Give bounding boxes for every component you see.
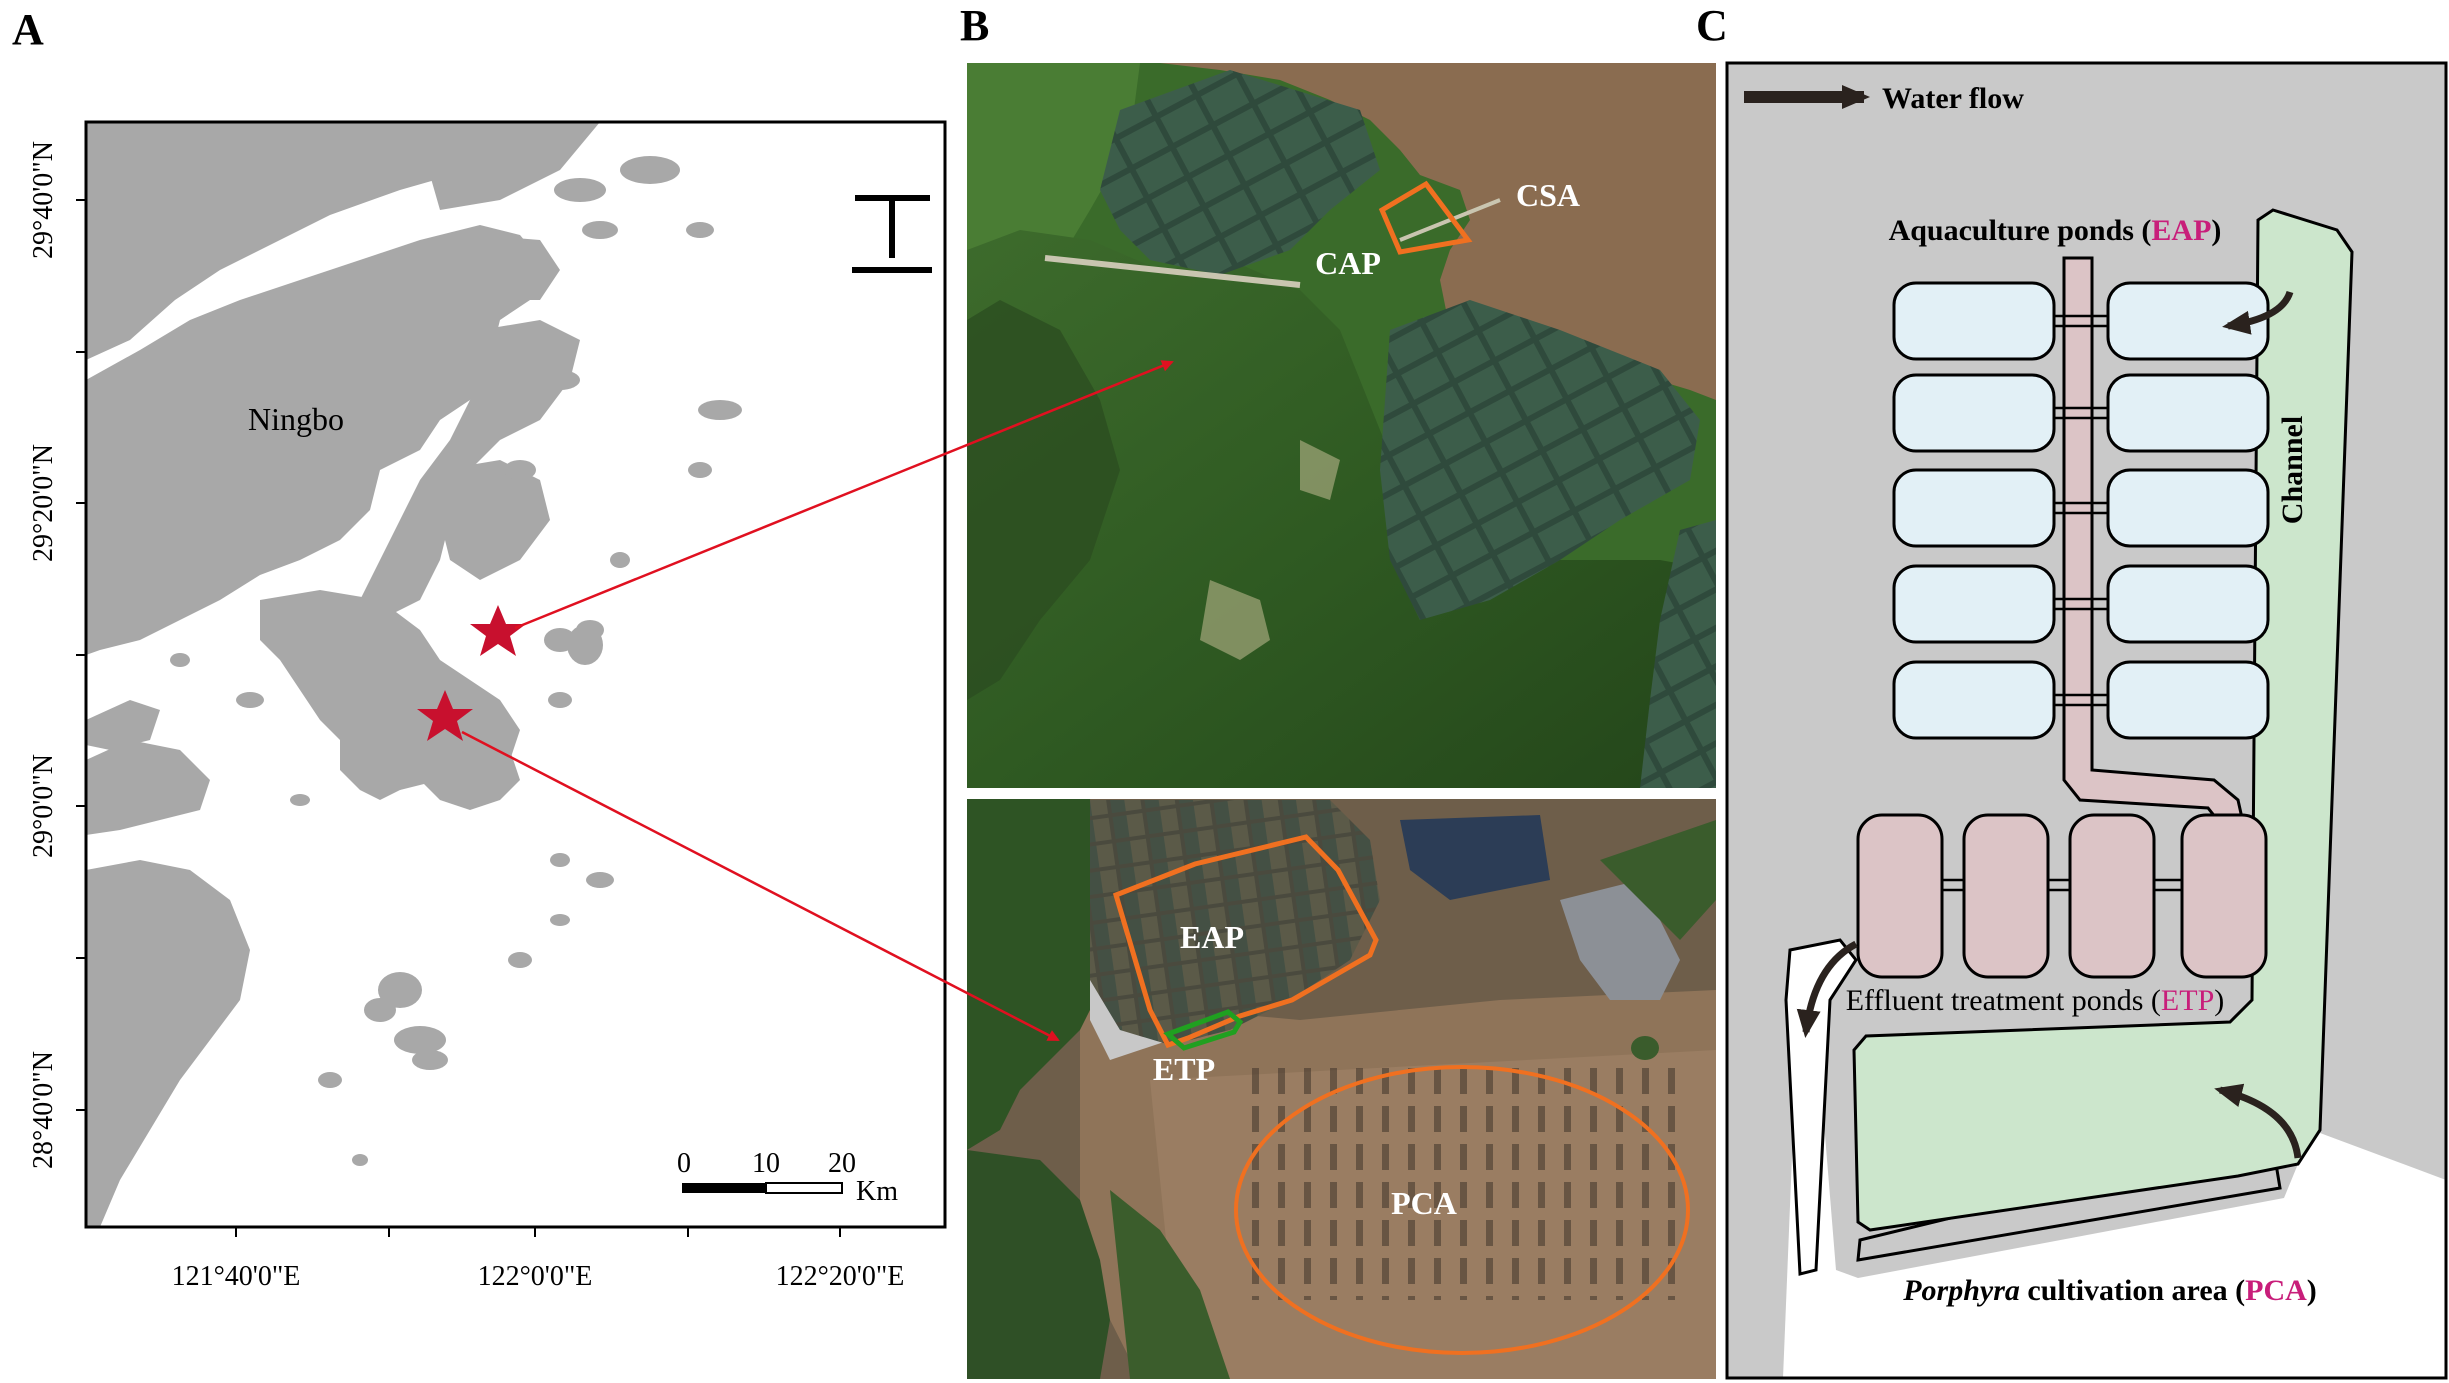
label-csa: CSA (1516, 177, 1580, 213)
eap-ponds (1892, 281, 2270, 740)
channel-green (1852, 208, 2354, 1232)
lon-tick-label: 122°20'0"E (776, 1261, 905, 1292)
panel-a: A (0, 0, 947, 1292)
diagram-c-frame (1725, 61, 2448, 1380)
pca-outline (1234, 1065, 1690, 1355)
flow-arrow-icon (1796, 940, 1858, 1038)
lat-tick-label: 28°40'0"N (28, 1051, 59, 1169)
cap-outline (1378, 180, 1473, 255)
site-star-north (470, 605, 526, 656)
pca-label: Porphyra cultivation area (PCA) (1902, 1274, 2317, 1307)
flow-arrow-icon (2222, 290, 2294, 335)
lat-ticks (76, 199, 86, 1111)
flow-arrow-icon (2214, 1083, 2302, 1159)
north-arrow-symbol: ± (0, 0, 1, 1)
panel-b-letter: B (960, 1, 989, 50)
effluent-treatment-label: Effluent treatment ponds (ETP) (1846, 984, 2225, 1017)
lat-tick-label: 29°40'0"N (28, 141, 59, 259)
lon-tick-label: 121°40'0"E (172, 1261, 301, 1292)
aerial-image-bottom (967, 799, 1716, 1379)
label-cap: CAP (1315, 245, 1381, 281)
connector-arrow-top (514, 360, 1174, 630)
lat-tick-label: 29°0'0"N (28, 754, 59, 858)
label-etp: ETP (1153, 1051, 1215, 1087)
lon-tick-label: 122°0'0"E (478, 1261, 593, 1292)
channel-label: Channel (2276, 416, 2309, 524)
lon-ticks (235, 1227, 841, 1237)
panel-c: C Water flow Channel Aquaculture ponds (… (1696, 1, 2448, 1380)
etp-connectors (1942, 878, 2182, 892)
panel-c-letter: C (1696, 1, 1728, 50)
city-label-ningbo: Ningbo (248, 401, 344, 437)
aerial-image-top (967, 63, 1716, 788)
scale-bar (682, 1182, 843, 1194)
scale-unit: Km (856, 1176, 898, 1207)
label-pca: PCA (1391, 1185, 1457, 1221)
eap-outline (1112, 834, 1379, 1049)
connector-arrow-bottom (461, 730, 1060, 1042)
north-arrow-icon (852, 195, 932, 273)
etp-outline (1163, 1009, 1244, 1051)
aquaculture-ponds-label: Aquaculture ponds (EAP) (1889, 214, 2222, 247)
eap-connectors (2054, 314, 2108, 707)
scale-label: 10 (752, 1148, 780, 1179)
water-flow-label: Water flow (1882, 82, 2024, 115)
panel-b: B CSA CAP (960, 1, 1716, 1379)
diagram-c-white-area (1783, 960, 2446, 1378)
etp-ponds (1856, 813, 2268, 979)
scale-label: 0 (677, 1148, 691, 1179)
panel-a-letter: A (12, 5, 44, 54)
map-a-frame (84, 120, 947, 1229)
map-a-land (86, 122, 742, 1227)
label-eap: EAP (1180, 919, 1244, 955)
site-star-south (417, 690, 473, 741)
scale-label: 20 (828, 1148, 856, 1179)
lat-tick-label: 29°20'0"N (28, 444, 59, 562)
